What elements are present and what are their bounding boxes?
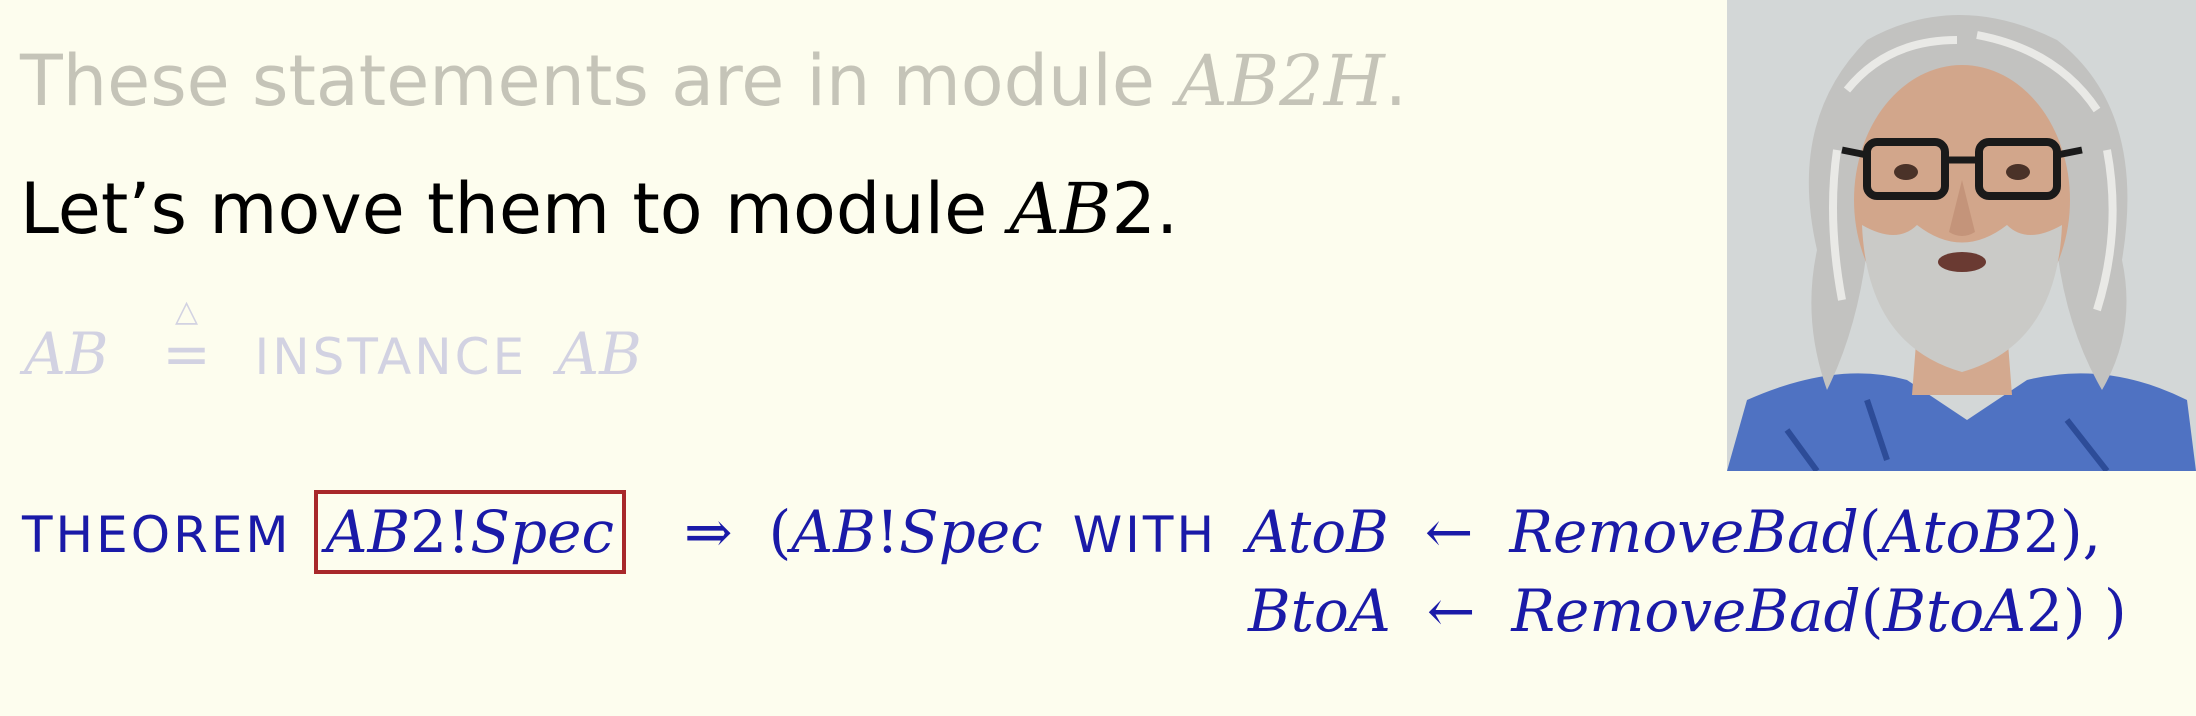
- sub2-variable: BtoA: [1248, 577, 1391, 645]
- with-keyword: WITH: [1072, 506, 1218, 564]
- sub2-function: RemoveBad: [1511, 577, 1861, 645]
- instance-lhs: AB: [24, 320, 109, 388]
- instance-keyword: INSTANCE: [254, 328, 528, 386]
- faded-period: .: [1384, 40, 1408, 122]
- theorem-line-2: BtoA←RemoveBad(BtoA2) ): [1248, 577, 2127, 645]
- highlighted-spec: AB2!Spec: [313, 490, 626, 574]
- subst-arrow-2: ←: [1426, 577, 1476, 645]
- main-statement: Let’s move them to module AB2.: [20, 168, 1178, 250]
- theorem-keyword: THEOREM: [22, 506, 292, 564]
- main-statement-text: Let’s move them to module: [20, 168, 1010, 250]
- spec-bang: !: [875, 498, 900, 566]
- instance-rhs: AB: [557, 320, 642, 388]
- subst-arrow-1: ←: [1424, 498, 1474, 566]
- open-paren: (: [768, 498, 792, 566]
- sub1-close: ),: [2059, 498, 2102, 566]
- spec-name: Spec: [899, 498, 1043, 566]
- faded-statement: These statements are in module AB2H.: [20, 40, 1407, 122]
- sub1-function: RemoveBad: [1509, 498, 1859, 566]
- boxed-bang: !: [446, 498, 471, 566]
- sub2-close: ) ): [2062, 577, 2127, 645]
- module-name-ab2h: AB2H: [1177, 40, 1385, 122]
- sub1-arg: AtoB: [1881, 498, 2024, 566]
- boxed-two: 2: [410, 498, 447, 566]
- boxed-ab: AB: [325, 498, 411, 566]
- speaker-video-icon: [1727, 0, 2196, 471]
- sub2-arg-num: 2: [2026, 577, 2063, 645]
- module-name-num: 2: [1111, 168, 1156, 250]
- main-period: .: [1155, 168, 1179, 250]
- faded-statement-text: These statements are in module: [20, 40, 1178, 122]
- speaker-video: [1727, 0, 2196, 471]
- sub2-arg: BtoA: [1883, 577, 2027, 645]
- definition-symbol: △=: [162, 294, 211, 388]
- implies-symbol: ⇒: [683, 498, 733, 566]
- module-name-ab2: AB: [1009, 168, 1112, 250]
- spec-module: AB: [791, 498, 876, 566]
- sub1-variable: AtoB: [1247, 498, 1389, 566]
- sub1-arg-num: 2: [2023, 498, 2060, 566]
- boxed-spec: Spec: [470, 498, 614, 566]
- instance-definition: AB △= INSTANCE AB: [24, 294, 642, 388]
